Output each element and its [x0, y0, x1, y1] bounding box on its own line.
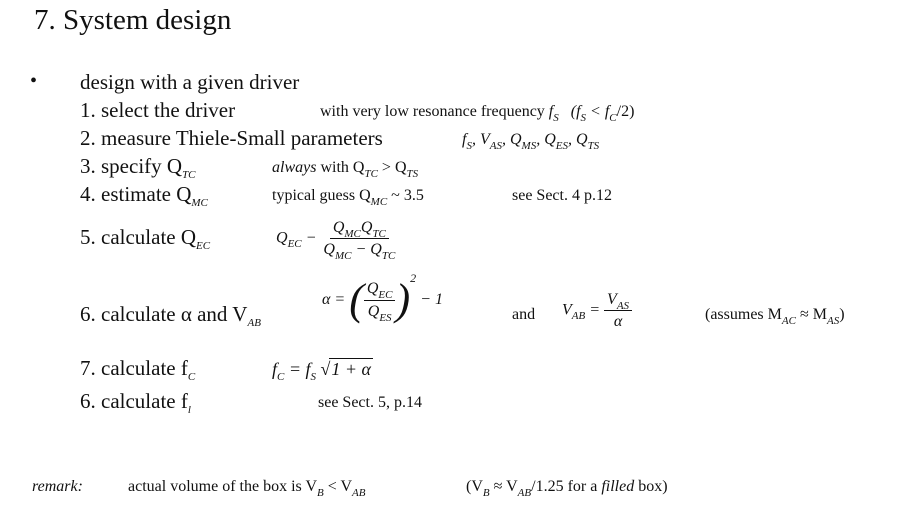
remark-label: remark:	[32, 478, 83, 495]
step-5-label: 5. calculate QEC	[80, 225, 211, 252]
step-2-label: 2. measure Thiele-Small parameters	[80, 126, 383, 150]
step-6-label: 6. calculate α and VAB	[80, 302, 261, 329]
step-8-label: 6. calculate fl	[80, 389, 191, 416]
vab-formula: VAB = VAS α	[562, 290, 633, 331]
step-7-label: 7. calculate fC	[80, 356, 196, 383]
page-title: 7. System design	[34, 4, 232, 36]
step-3-label: 3. specify QTC	[80, 154, 196, 181]
step-1-label: 1. select the driver	[80, 98, 236, 122]
and-word: and	[512, 306, 536, 323]
bullet-marker: •	[30, 70, 38, 92]
step-1-note: with very low resonance frequency fS (fS…	[320, 103, 635, 124]
alpha-fraction: QEC QES	[363, 279, 396, 324]
remark-text: actual volume of the box is VB < VAB	[128, 478, 366, 499]
assumption-note: (assumes MAC ≈ MAS)	[705, 306, 845, 327]
step-4-ref: see Sect. 4 p.12	[512, 187, 612, 204]
qec-fraction: QMCQTC QMC − QTC	[323, 219, 396, 263]
step-8-ref: see Sect. 5, p.14	[318, 394, 422, 411]
step-4-label: 4. estimate QMC	[80, 182, 208, 209]
fc-formula: fC = fS √1 + α	[272, 358, 374, 383]
qec-formula: QEC − QMCQTC QMC − QTC	[276, 218, 398, 263]
step-3-note: always with QTC > QTS	[272, 159, 419, 180]
alpha-formula: α = ( QEC QES )2 − 1	[322, 270, 443, 324]
step-2-params: fS, VAS, QMS, QES, QTS	[462, 131, 600, 152]
vab-fraction: VAS α	[604, 290, 633, 331]
remark-parenthetical: (VB ≈ VAB/1.25 for a filled box)	[466, 478, 668, 499]
step-4-note: typical guess QMC ~ 3.5	[272, 187, 424, 208]
intro-line: design with a given driver	[80, 70, 300, 94]
